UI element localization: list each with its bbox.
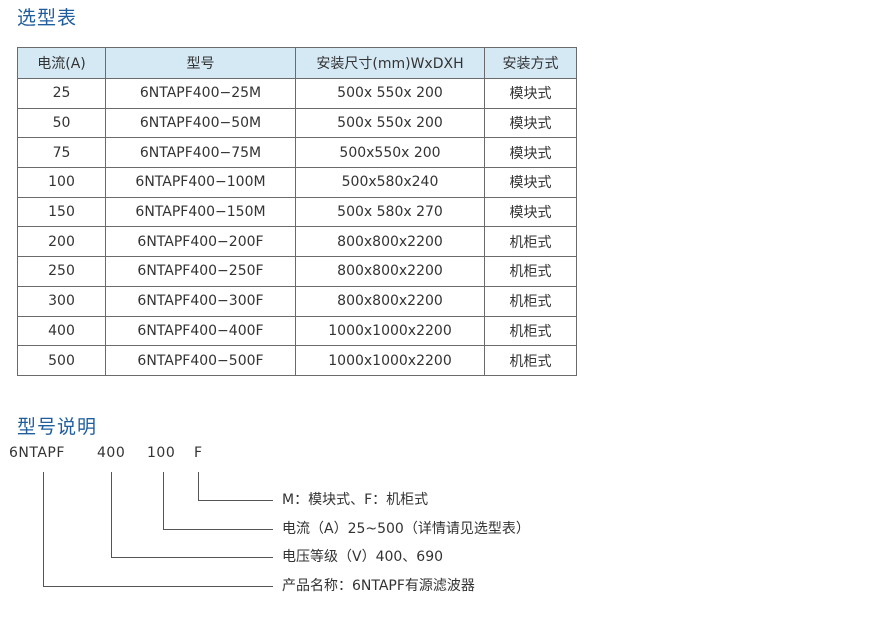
cell-current: 250 [17,256,106,287]
explain-voltage: 电压等级（V）400、690 [282,549,444,565]
cell-current: 150 [17,196,106,228]
cell-model: 6NTAPF400−100M [105,167,296,198]
cell-install-type: 模块式 [484,107,577,139]
cell-install-type: 机柜式 [484,315,577,347]
cell-model: 6NTAPF400−50M [105,107,296,139]
cell-model: 6NTAPF400−150M [105,196,296,228]
code-part-type: F [194,445,203,461]
code-part-voltage: 400 [97,445,126,461]
cell-current: 75 [17,137,106,169]
cell-dimensions: 800x800x2200 [295,285,485,317]
cell-current: 50 [17,107,106,139]
cell-dimensions: 500x 550x 200 [295,107,485,139]
cell-install-type: 机柜式 [484,345,577,376]
cell-dimensions: 800x800x2200 [295,256,485,287]
selection-table: 电流(A) 型号 安装尺寸(mm)WxDXH 安装方式 25 6NTAPF400… [17,47,577,376]
cell-install-type: 机柜式 [484,285,577,317]
connector-product-vertical [43,472,44,587]
table-row: 150 6NTAPF400−150M 500x 580x 270 模块式 [17,196,577,228]
cell-current: 300 [17,285,106,317]
cell-current: 400 [17,315,106,347]
connector-voltage-horizontal [111,557,273,558]
table-row: 200 6NTAPF400−200F 800x800x2200 机柜式 [17,226,577,258]
connector-type-vertical [198,472,199,501]
cell-current: 500 [17,345,106,376]
header-model: 型号 [105,47,296,79]
model-explanation-title: 型号说明 [17,416,98,438]
table-row: 300 6NTAPF400−300F 800x800x2200 机柜式 [17,285,577,317]
table-row: 100 6NTAPF400−100M 500x580x240 模块式 [17,167,577,198]
cell-current: 25 [17,78,106,109]
table-header-row: 电流(A) 型号 安装尺寸(mm)WxDXH 安装方式 [17,47,577,79]
table-row: 500 6NTAPF400−500F 1000x1000x2200 机柜式 [17,345,577,376]
code-part-product: 6NTAPF [9,445,65,461]
table-row: 250 6NTAPF400−250F 800x800x2200 机柜式 [17,256,577,287]
connector-type-horizontal [198,500,273,501]
header-current: 电流(A) [17,47,106,79]
cell-model: 6NTAPF400−75M [105,137,296,169]
cell-dimensions: 1000x1000x2200 [295,345,485,376]
cell-model: 6NTAPF400−500F [105,345,296,376]
cell-install-type: 模块式 [484,78,577,109]
cell-install-type: 机柜式 [484,226,577,258]
cell-dimensions: 500x 550x 200 [295,78,485,109]
explain-product: 产品名称：6NTAPF有源滤波器 [282,578,475,594]
explain-type: M：模块式、F：机柜式 [282,492,429,508]
code-part-current: 100 [147,445,176,461]
connector-current-vertical [163,472,164,530]
cell-dimensions: 800x800x2200 [295,226,485,258]
table-row: 25 6NTAPF400−25M 500x 550x 200 模块式 [17,78,577,109]
cell-current: 100 [17,167,106,198]
table-row: 50 6NTAPF400−50M 500x 550x 200 模块式 [17,107,577,139]
cell-model: 6NTAPF400−400F [105,315,296,347]
cell-install-type: 机柜式 [484,256,577,287]
cell-dimensions: 1000x1000x2200 [295,315,485,347]
cell-model: 6NTAPF400−25M [105,78,296,109]
cell-model: 6NTAPF400−250F [105,256,296,287]
cell-install-type: 模块式 [484,167,577,198]
cell-install-type: 模块式 [484,196,577,228]
connector-voltage-vertical [111,472,112,558]
explain-current: 电流（A）25~500（详情请见选型表） [282,521,530,537]
header-dimensions: 安装尺寸(mm)WxDXH [295,47,485,79]
cell-install-type: 模块式 [484,137,577,169]
cell-dimensions: 500x550x 200 [295,137,485,169]
cell-current: 200 [17,226,106,258]
cell-model: 6NTAPF400−200F [105,226,296,258]
connector-current-horizontal [163,529,273,530]
selection-table-title: 选型表 [17,7,78,29]
cell-dimensions: 500x 580x 270 [295,196,485,228]
cell-dimensions: 500x580x240 [295,167,485,198]
header-install-type: 安装方式 [484,47,577,79]
connector-product-horizontal [43,586,273,587]
table-row: 400 6NTAPF400−400F 1000x1000x2200 机柜式 [17,315,577,347]
cell-model: 6NTAPF400−300F [105,285,296,317]
table-row: 75 6NTAPF400−75M 500x550x 200 模块式 [17,137,577,169]
